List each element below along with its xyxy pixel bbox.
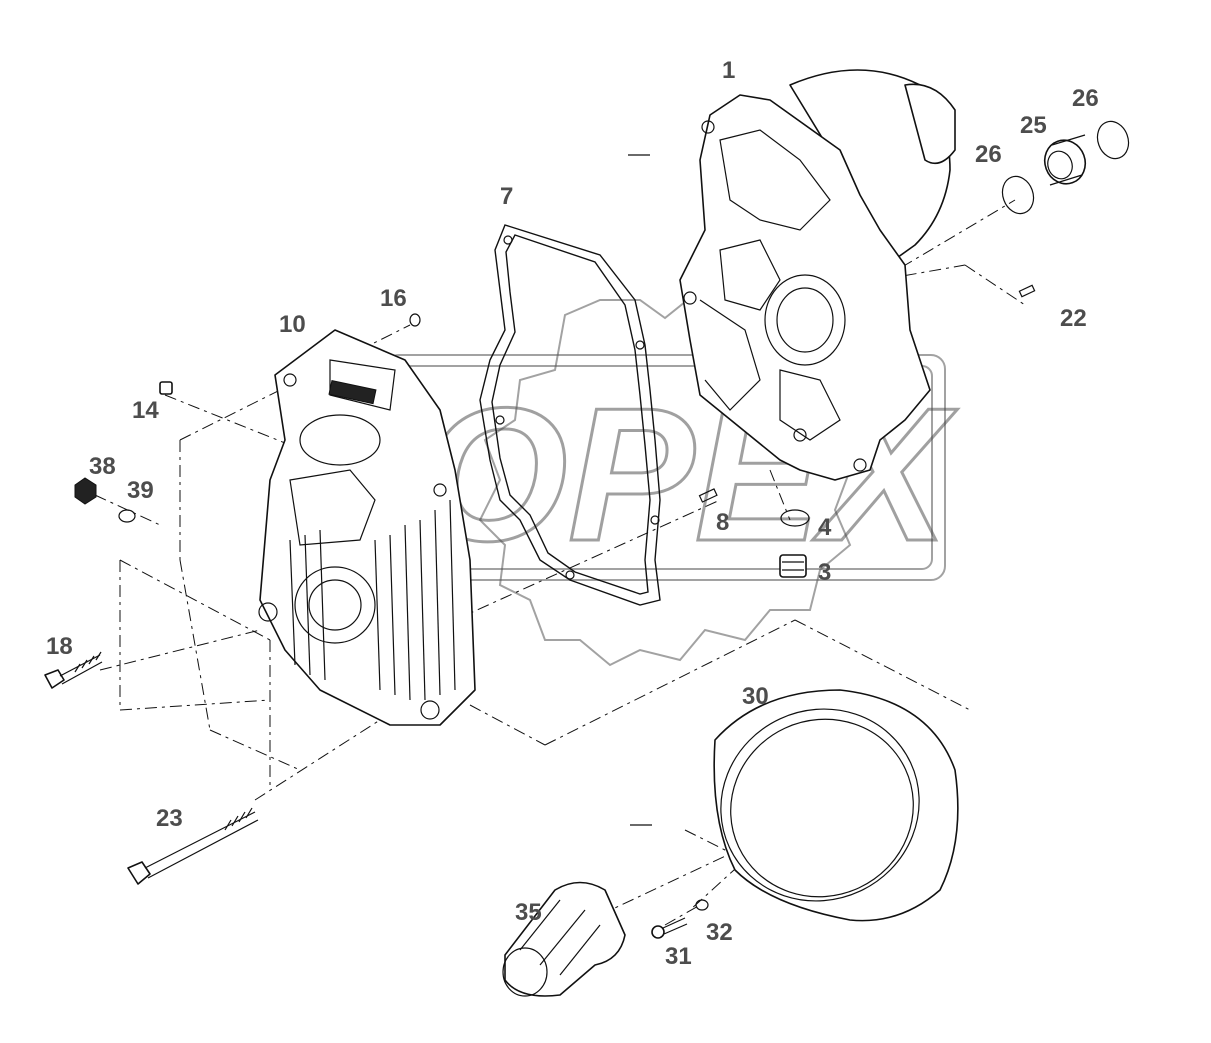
callout-32: 32 [706,919,733,946]
part-1-housing [679,69,956,481]
part-3-plug [779,554,807,578]
part-35-cone [502,881,626,997]
callout-39: 39 [127,477,154,504]
part-10-cover [258,329,476,726]
part-26-oring-left [1001,175,1035,215]
part-10-ribs [289,499,456,701]
callout-18: 18 [46,633,73,660]
leader-lines [94,199,1026,926]
part-38-nut [74,477,97,505]
part-8-dowel [698,488,718,503]
callout-26-left: 26 [975,141,1002,168]
part-39-washer [118,509,136,523]
callout-10: 10 [279,311,306,338]
callout-16: 16 [380,285,407,312]
part-4-oring [780,509,810,527]
part-22-pin [1018,284,1036,298]
callout-14: 14 [132,397,159,424]
part-16-ring [409,313,421,327]
callout-35: 35 [515,899,542,926]
part-14-plug [159,381,173,395]
part-31-screw [651,917,688,939]
callout-23: 23 [156,805,183,832]
small-parts [44,120,1130,939]
callout-7: 7 [500,183,513,210]
callout-8: 8 [716,509,729,536]
part-23-bolt [127,807,259,885]
part-7-gasket [479,224,661,606]
callout-4: 4 [818,514,832,541]
callout-31: 31 [665,943,692,970]
callout-1: 1 [722,57,735,84]
callout-3: 3 [818,559,831,586]
part-18-bolt [44,651,103,689]
part-32-washer [695,899,709,911]
part-30-drum [713,689,959,922]
callout-38: 38 [89,453,116,480]
callouts: 1 3 4 7 8 10 14 16 18 22 23 25 26 26 30 … [46,57,1099,970]
callout-30: 30 [742,683,769,710]
part-25-seal [1043,134,1087,186]
part-26-oring-right [1096,120,1130,160]
callout-25: 25 [1020,112,1047,139]
callout-22: 22 [1060,305,1087,332]
callout-26-right: 26 [1072,85,1099,112]
